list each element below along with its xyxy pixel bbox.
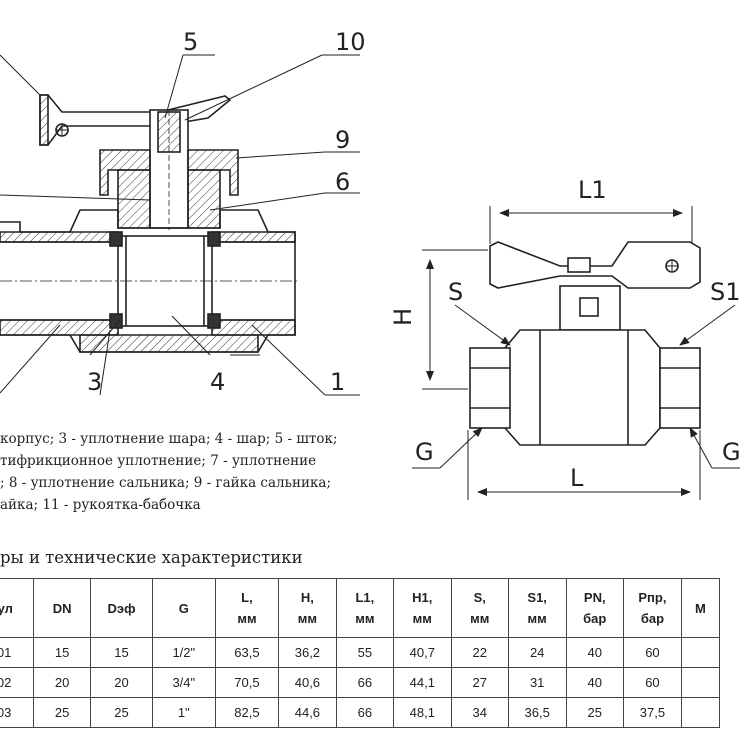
table-cell: -03	[0, 697, 34, 728]
legend-line: айка; 11 - рукоятка-бабочка	[0, 497, 201, 513]
table-cell: 24	[507, 637, 567, 668]
table-cell: 66	[335, 667, 394, 698]
table-cell: 40	[565, 667, 625, 698]
dimension-H-label: H	[389, 307, 418, 327]
header-cell: S1,мм	[507, 578, 567, 638]
table-cell: 15	[90, 637, 153, 668]
table-cell: 31	[507, 667, 567, 698]
header-cell: H,мм	[278, 578, 337, 638]
table-cell: 25	[32, 697, 92, 728]
table-cell: 3/4"	[151, 667, 216, 698]
table-cell	[680, 667, 721, 698]
header-cell: DN	[32, 578, 92, 638]
callout-5: 5	[183, 28, 199, 56]
table-cell: 66	[335, 697, 394, 728]
table-cell	[680, 637, 721, 668]
section-title: ры и технические характеристики	[0, 548, 303, 567]
thread-G-left-label: G	[415, 438, 434, 466]
dimension-S-label: S	[448, 278, 464, 306]
table-cell: 27	[450, 667, 509, 698]
callout-10: 10	[335, 28, 366, 56]
header-cell: H1,мм	[392, 578, 452, 638]
table-cell: 1/2"	[151, 637, 216, 668]
header-cell: G	[151, 578, 216, 638]
table-cell: 20	[32, 667, 92, 698]
dimension-S1-label: S1	[710, 278, 741, 306]
dimension-L1-label: L1	[578, 176, 607, 204]
table-cell: 1"	[151, 697, 216, 728]
callout-1: 1	[330, 368, 346, 396]
table-cell: 55	[335, 637, 394, 668]
table-cell: 36,5	[507, 697, 567, 728]
table-cell: 20	[90, 667, 153, 698]
header-cell: Pпр,бар	[623, 578, 682, 638]
table-cell	[680, 697, 721, 728]
header-cell: L,мм	[214, 578, 280, 638]
table-cell: 70,5	[214, 667, 280, 698]
section-view	[0, 54, 360, 396]
header-cell: кул	[0, 578, 34, 638]
legend-line: корпус; 3 - уплотнение шара; 4 - шар; 5 …	[0, 431, 338, 447]
table-cell: 34	[450, 697, 509, 728]
table-row: -01 15 15 1/2" 63,5 36,2 55 40,7 22 24 4…	[0, 637, 721, 668]
table-cell: 15	[32, 637, 92, 668]
callout-6: 6	[335, 168, 351, 196]
table-cell: 22	[450, 637, 509, 668]
table-cell: -02	[0, 667, 34, 698]
table-cell: 44,6	[278, 697, 337, 728]
table-cell: 63,5	[214, 637, 280, 668]
drawing-svg	[0, 54, 740, 500]
table-cell: 60	[623, 667, 682, 698]
dimension-L-label: L	[570, 464, 584, 492]
table-cell: -01	[0, 637, 34, 668]
header-cell: L1,мм	[335, 578, 394, 638]
header-cell: Dэф	[90, 578, 153, 638]
table-cell: 36,2	[278, 637, 337, 668]
callout-3: 3	[87, 368, 103, 396]
legend-line: ; 8 - уплотнение сальника; 9 - гайка сал…	[0, 475, 332, 491]
table-header-row: кул DN Dэф G L,мм H,мм L1,мм H1,мм S,мм …	[0, 578, 721, 638]
technical-drawing: 5 10 9 6 3 4 1 L1 H S S1 G G L	[0, 28, 741, 500]
table-row: -03 25 25 1" 82,5 44,6 66 48,1 34 36,5 2…	[0, 697, 721, 728]
parts-legend: корпус; 3 - уплотнение шара; 4 - шар; 5 …	[0, 428, 360, 516]
thread-G-right-label: G	[722, 438, 741, 466]
exterior-view	[412, 206, 740, 500]
table-row: -02 20 20 3/4" 70,5 40,6 66 44,1 27 31 4…	[0, 667, 721, 698]
table-cell: 40,6	[278, 667, 337, 698]
table-cell: 82,5	[214, 697, 280, 728]
header-cell: M	[680, 578, 721, 638]
table-cell: 40,7	[392, 637, 452, 668]
specs-table: кул DN Dэф G L,мм H,мм L1,мм H1,мм S,мм …	[0, 578, 721, 728]
header-cell: PN,бар	[565, 578, 625, 638]
table-cell: 40	[565, 637, 625, 668]
callout-4: 4	[210, 368, 226, 396]
table-cell: 44,1	[392, 667, 452, 698]
callout-9: 9	[335, 126, 351, 154]
legend-line: тифрикционное уплотнение; 7 - уплотнение	[0, 453, 317, 469]
table-cell: 48,1	[392, 697, 452, 728]
table-cell: 25	[565, 697, 625, 728]
table-cell: 25	[90, 697, 153, 728]
table-cell: 37,5	[623, 697, 682, 728]
table-cell: 60	[623, 637, 682, 668]
header-cell: S,мм	[450, 578, 509, 638]
